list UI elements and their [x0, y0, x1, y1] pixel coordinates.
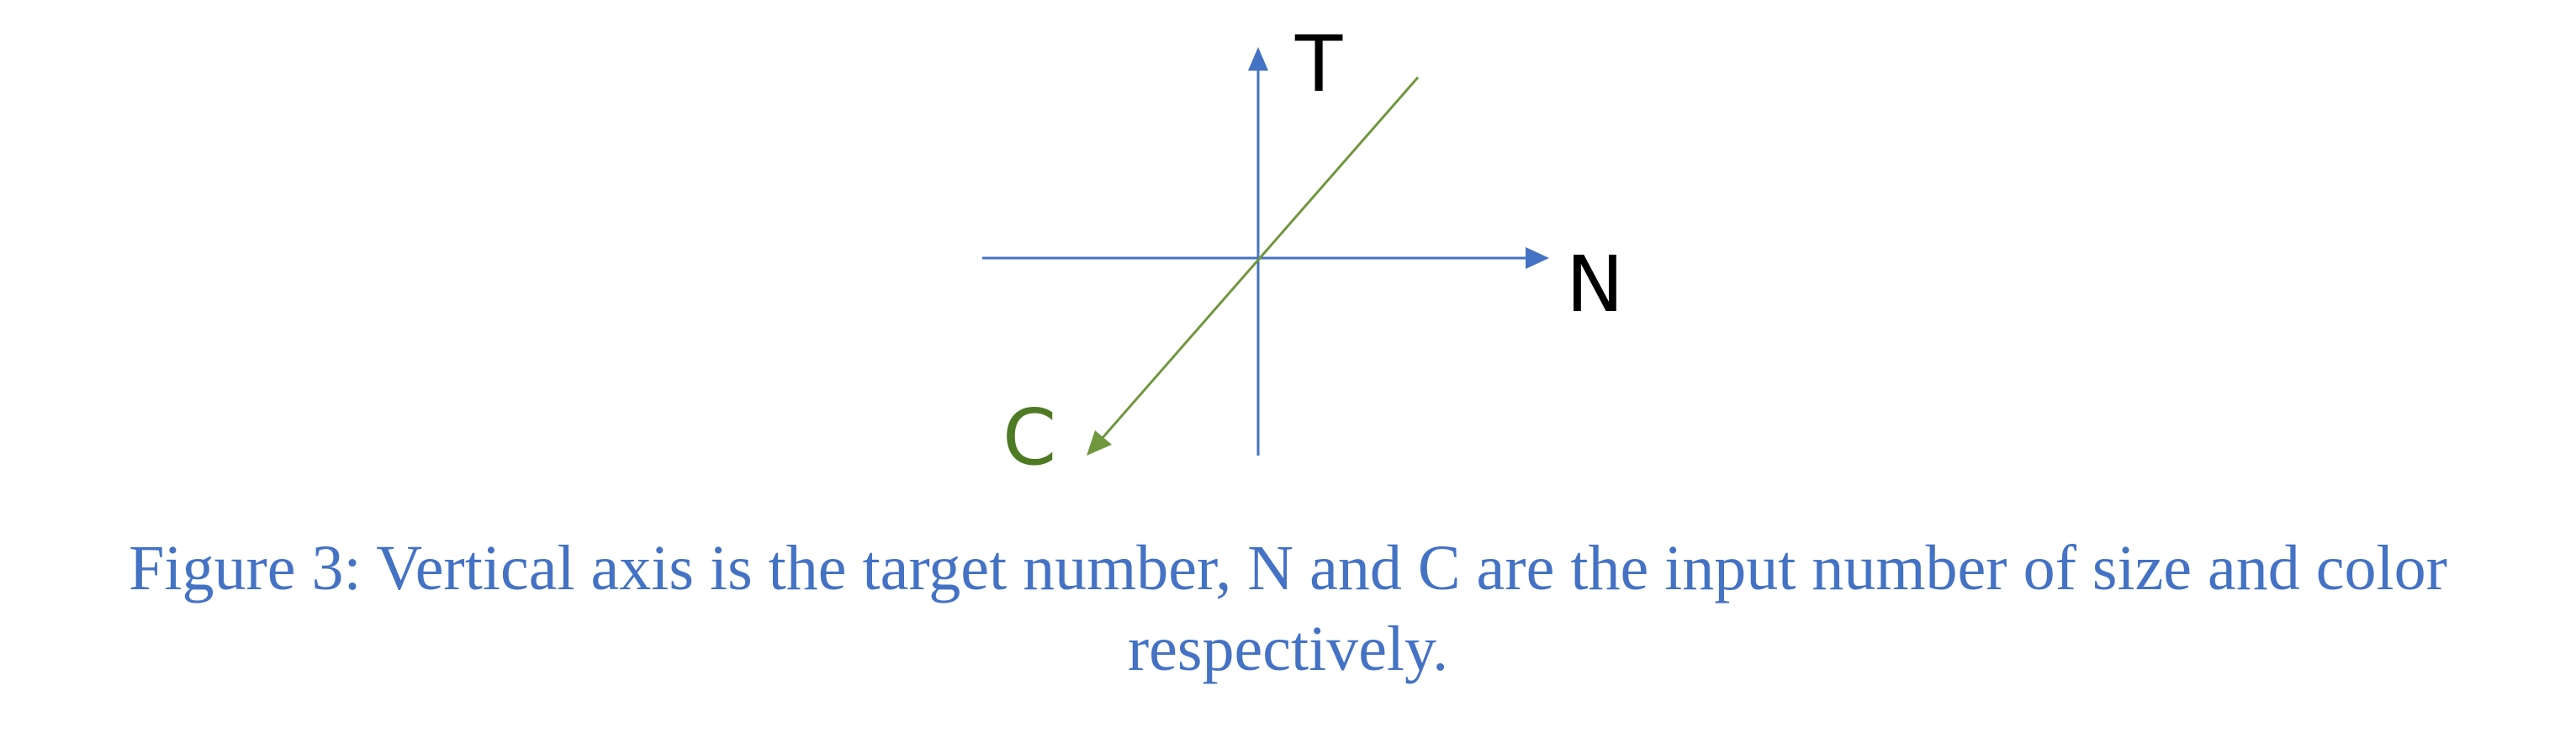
axes-diagram: T N C	[982, 19, 1624, 482]
figure-caption: Figure 3: Vertical axis is the target nu…	[129, 533, 2447, 684]
c-axis-label: C	[1002, 393, 1056, 482]
c-axis	[1100, 76, 1420, 440]
t-axis-label: T	[1294, 19, 1343, 109]
t-axis-arrowhead	[1248, 47, 1268, 71]
n-axis-label: N	[1566, 240, 1624, 329]
c-axis-arrowhead	[1087, 430, 1112, 456]
n-axis-arrowhead	[1526, 247, 1549, 269]
